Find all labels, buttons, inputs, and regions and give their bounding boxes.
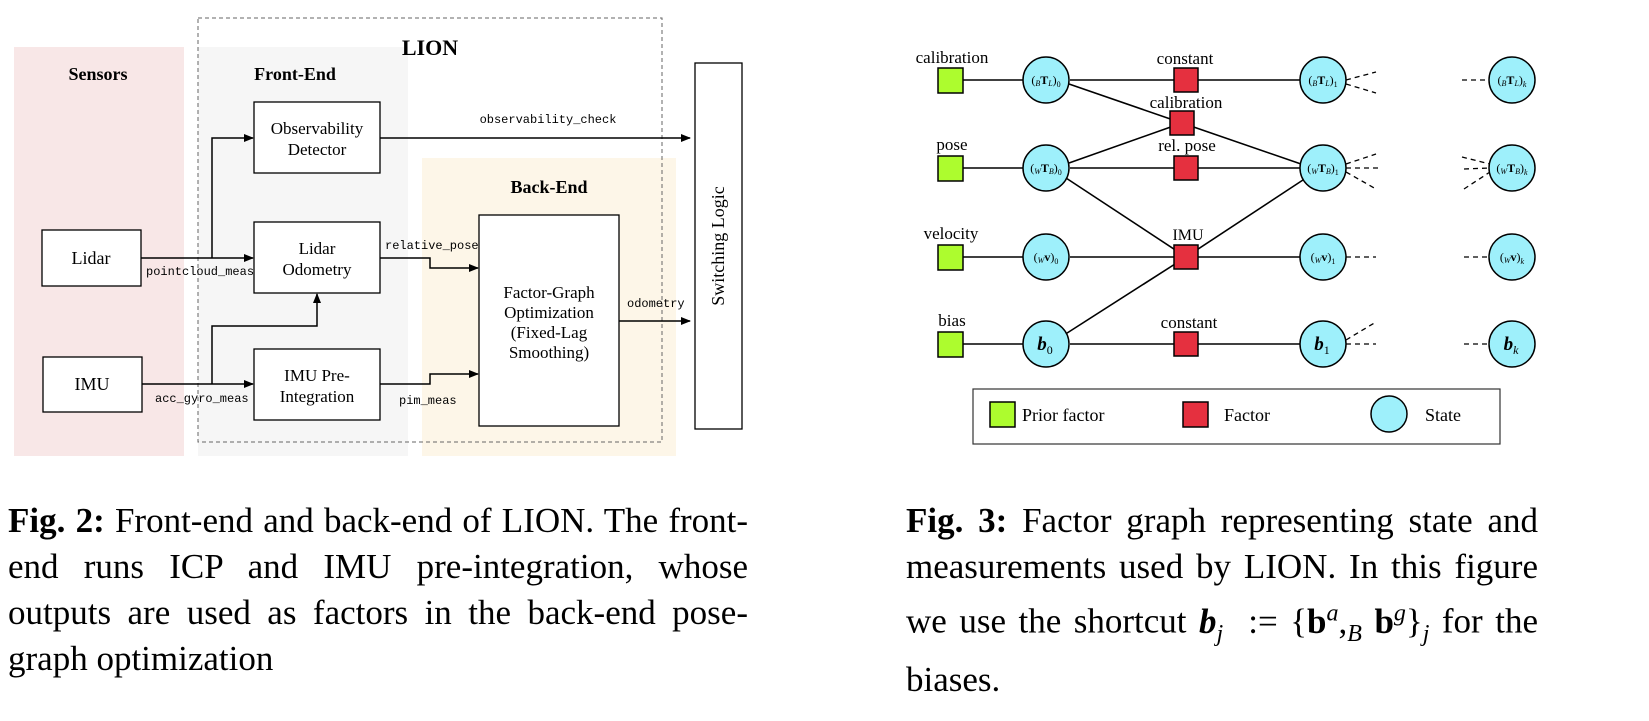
legend-prior-label: Prior factor (1022, 405, 1104, 425)
imu-preint-label-1: IMU Pre- (284, 366, 350, 385)
odometry-label: odometry (627, 297, 685, 311)
state-vel-k (1488, 233, 1536, 281)
legend-factor-label: Factor (1224, 405, 1270, 425)
prior-calibration (937, 67, 964, 94)
state-bias-0 (1022, 320, 1070, 368)
lidar-label: Lidar (72, 248, 111, 268)
fig3-caption-label: Fig. 3: (906, 501, 1008, 540)
state-bias-1-label: b1 (1314, 334, 1330, 357)
legend-state-label: State (1425, 405, 1461, 425)
lidar-block: Lidar (41, 229, 142, 287)
lidar-odometry-label-1: Lidar (299, 239, 336, 258)
imu-preintegration-block: IMU Pre- Integration (253, 348, 381, 421)
observability-label-1: Observability (271, 119, 364, 138)
fig3-factor-graph: (BTL)0 (BTL)1 (BTL)k (WTB)0 (WTB)1 (WTB)… (916, 48, 1536, 445)
row-label-pose: pose (936, 135, 967, 154)
lidar-odometry-block: Lidar Odometry (253, 221, 381, 294)
imu-label: IMU (75, 374, 110, 394)
legend-state-swatch (1370, 395, 1408, 433)
factor-rel-pose (1173, 155, 1199, 181)
fgo-label-3: (Fixed-Lag (511, 323, 588, 342)
factor-imu (1173, 244, 1199, 270)
fig2-caption: Fig. 2: Front-end and back-end of LION. … (8, 498, 748, 682)
fig2-block-diagram: LION Sensors Front-End Back-End Lidar IM… (14, 17, 743, 456)
lidar-odometry-label-2: Odometry (283, 260, 352, 279)
state-calib-k (1488, 56, 1536, 104)
states (1022, 56, 1536, 368)
fig3-caption: Fig. 3: Factor graph representing state … (906, 498, 1538, 703)
pointcloud-meas-label: pointcloud_meas (146, 265, 254, 279)
observability-detector-block: Observability Detector (253, 101, 381, 174)
legend-prior-swatch (989, 401, 1016, 428)
frontend-label: Front-End (254, 64, 336, 84)
legend-factor-swatch (1182, 401, 1209, 428)
row-label-bias: bias (938, 311, 965, 330)
state-bias-k-label: bk (1504, 334, 1520, 357)
switching-logic-block: Switching Logic (694, 62, 743, 430)
row-label-calibration: calibration (916, 48, 989, 67)
fig3-dashed-continuations (1345, 71, 1491, 345)
prior-velocity (937, 244, 964, 271)
state-pose-1 (1299, 144, 1347, 192)
factor-label-constant-top: constant (1157, 49, 1214, 68)
factor-label-calibration: calibration (1150, 93, 1223, 112)
factor-constant-bias (1173, 331, 1199, 357)
state-bias-1 (1299, 320, 1347, 368)
prior-factors (937, 67, 964, 358)
fgo-label-2: Optimization (504, 303, 594, 322)
state-calib-0 (1022, 56, 1070, 104)
prior-bias (937, 331, 964, 358)
fig3-edges (963, 79, 1307, 345)
observability-check-label: observability_check (480, 113, 617, 127)
switching-logic-label: Switching Logic (708, 186, 728, 306)
imu-preint-label-2: Integration (280, 387, 355, 406)
fig3-caption-math: bj := {ba,B bg}j (1199, 600, 1430, 647)
state-pose-k (1488, 144, 1536, 192)
state-calib-1 (1299, 56, 1347, 104)
state-vel-1 (1299, 233, 1347, 281)
state-pose-0 (1022, 144, 1070, 192)
factor-calibration (1169, 110, 1195, 136)
imu-block: IMU (42, 356, 143, 413)
fig3-legend: Prior factor Factor State (972, 388, 1501, 445)
fig2-caption-text: Front-end and back-end of LION. The fron… (8, 501, 749, 678)
state-vel-0 (1022, 233, 1070, 281)
state-bias-0-label: b0 (1037, 334, 1053, 357)
factors (1169, 67, 1199, 357)
fig2-connections (141, 134, 691, 388)
factor-label-rel-pose: rel. pose (1158, 136, 1216, 155)
lion-title: LION (402, 35, 458, 60)
fgo-label-4: Smoothing) (509, 343, 589, 362)
prior-pose (937, 155, 964, 182)
pim-meas-label: pim_meas (399, 394, 457, 408)
sensors-label: Sensors (68, 64, 127, 84)
observability-label-2: Detector (288, 140, 347, 159)
factor-label-imu: IMU (1172, 227, 1204, 244)
row-label-velocity: velocity (924, 224, 979, 243)
fig3-caption-text1: Factor graph representing state and meas… (906, 501, 1538, 641)
fig3-caption-text2: for the biases. (906, 601, 1538, 699)
relative-pose-label: relative_pose (385, 239, 479, 253)
factor-label-constant-bottom: constant (1161, 313, 1218, 332)
factor-constant-calibration (1173, 67, 1199, 93)
state-bias-k (1488, 320, 1536, 368)
factor-graph-optimization-block: Factor-Graph Optimization (Fixed-Lag Smo… (478, 214, 620, 427)
backend-label: Back-End (510, 177, 587, 197)
lion-boundary (197, 17, 663, 443)
fig2-caption-label: Fig. 2: (8, 501, 105, 540)
state-labels: (BTL)0 (BTL)1 (BTL)k (WTB)0 (WTB)1 (WTB)… (1030, 73, 1528, 357)
acc-gyro-meas-label: acc_gyro_meas (155, 392, 249, 406)
fgo-label-1: Factor-Graph (503, 283, 595, 302)
